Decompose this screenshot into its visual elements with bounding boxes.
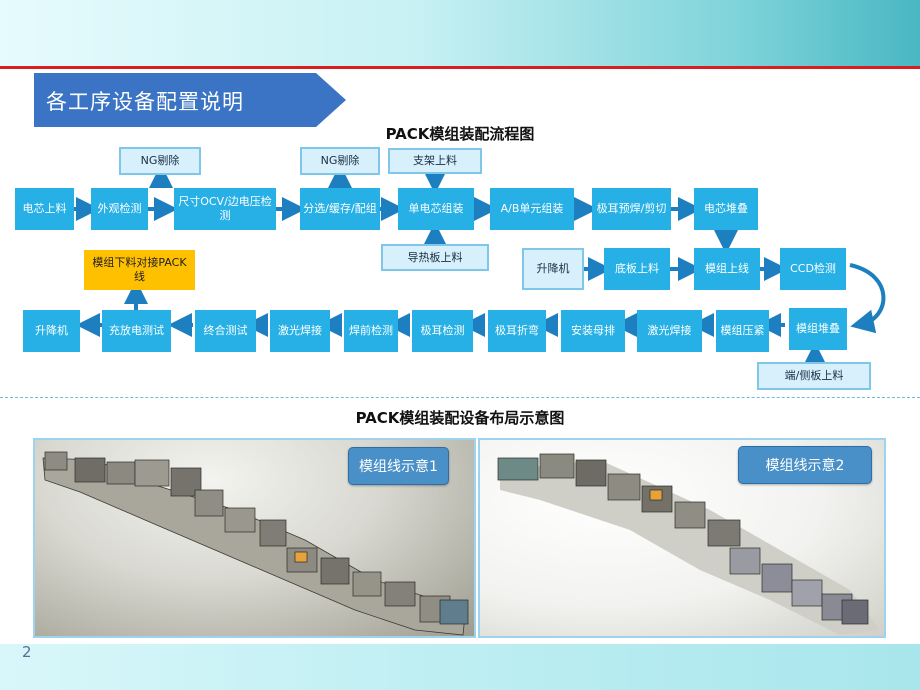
step-visual-inspect: 外观检测 bbox=[91, 188, 148, 230]
ng-reject-1: NG剔除 bbox=[119, 147, 201, 175]
step-module-stack: 模组堆叠 bbox=[789, 308, 847, 350]
flow-title: PACK模组装配流程图 bbox=[385, 125, 535, 143]
header-band bbox=[0, 0, 920, 66]
layout-title: PACK模组装配设备布局示意图 bbox=[355, 409, 565, 427]
lift-2: 升降机 bbox=[23, 310, 80, 352]
header-red-rule bbox=[0, 66, 920, 69]
step-module-press: 模组压紧 bbox=[716, 310, 769, 352]
photo-label-1: 模组线示意1 bbox=[348, 447, 449, 485]
step-module-load: 模组上线 bbox=[694, 248, 760, 290]
footer-band bbox=[0, 644, 920, 690]
step-final-test: 终合测试 bbox=[195, 310, 256, 352]
step-tab-bend: 极耳折弯 bbox=[488, 310, 546, 352]
step-busbar-install: 安装母排 bbox=[561, 310, 625, 352]
module-line-illustration-1 bbox=[42, 451, 469, 636]
step-charge-test: 充放电测试 bbox=[102, 310, 171, 352]
flow-arrows bbox=[74, 164, 886, 366]
side-plate-load: 端/侧板上料 bbox=[757, 362, 871, 390]
step-ocv-test: 尺寸OCV/边电压检测 bbox=[174, 188, 276, 230]
step-tab-cut: 极耳预焊/剪切 bbox=[592, 188, 671, 230]
step-laser-weld-1: 激光焊接 bbox=[637, 310, 702, 352]
step-ccd-inspect: CCD检测 bbox=[780, 248, 846, 290]
lift-1: 升降机 bbox=[522, 248, 584, 290]
module-line-illustration-2 bbox=[497, 453, 880, 635]
thermal-plate-load: 导热板上料 bbox=[381, 244, 489, 271]
banner-shape bbox=[34, 73, 346, 127]
page-number: 2 bbox=[22, 643, 32, 661]
step-ab-unit: A/B单元组装 bbox=[490, 188, 574, 230]
section-title: 各工序设备配置说明 bbox=[46, 90, 244, 114]
pack-line-connect: 模组下料对接PACK线 bbox=[84, 250, 195, 290]
step-cell-load: 电芯上料 bbox=[15, 188, 74, 230]
photo-label-2: 模组线示意2 bbox=[738, 446, 872, 484]
section-title-banner: 各工序设备配置说明 bbox=[34, 73, 346, 127]
module-line-render-1: 模组线示意1 bbox=[33, 438, 476, 638]
step-base-load: 底板上料 bbox=[604, 248, 670, 290]
step-cell-stack: 电芯堆叠 bbox=[694, 188, 758, 230]
step-sort-buffer: 分选/缓存/配组 bbox=[300, 188, 380, 230]
step-single-cell: 单电芯组装 bbox=[398, 188, 474, 230]
step-laser-weld-2: 激光焊接 bbox=[270, 310, 330, 352]
step-pre-weld-inspect: 焊前检测 bbox=[344, 310, 398, 352]
ng-reject-2: NG剔除 bbox=[300, 147, 380, 175]
step-tab-inspect: 极耳检测 bbox=[412, 310, 473, 352]
bracket-load: 支架上料 bbox=[388, 148, 482, 174]
section-divider bbox=[0, 397, 920, 398]
module-line-render-2: 模组线示意2 bbox=[478, 438, 886, 638]
